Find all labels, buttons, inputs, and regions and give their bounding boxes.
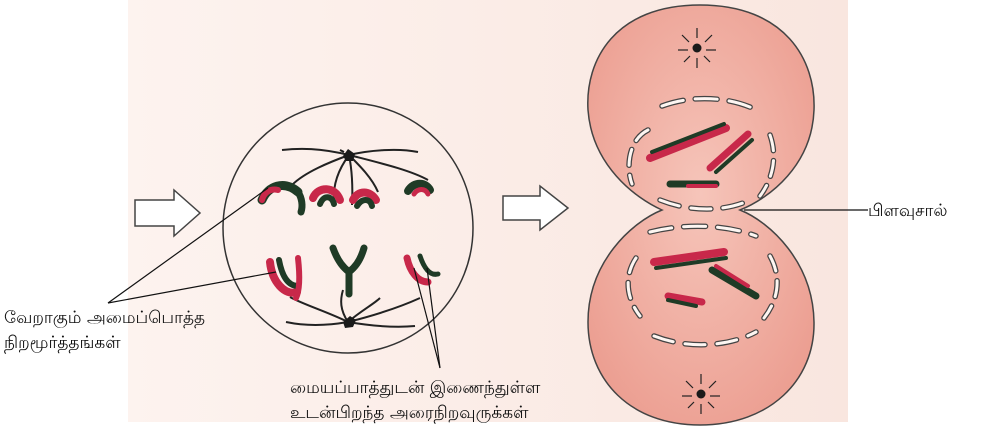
label-sister-chromatids-line2: உடன்பிறந்த அரைநிறவுருக்கள் [290,400,528,426]
label-cleavage-furrow: பிளவுசால் [868,198,948,224]
label-homologous-chromosomes-line1: வேறாகும் அமைப்பொத்த [4,305,205,331]
label-sister-chromatids-line1: மையப்பாத்துடன் இணைந்துள்ள [290,375,540,401]
label-homologous-chromosomes-line2: நிறமூர்த்தங்கள் [4,330,121,356]
